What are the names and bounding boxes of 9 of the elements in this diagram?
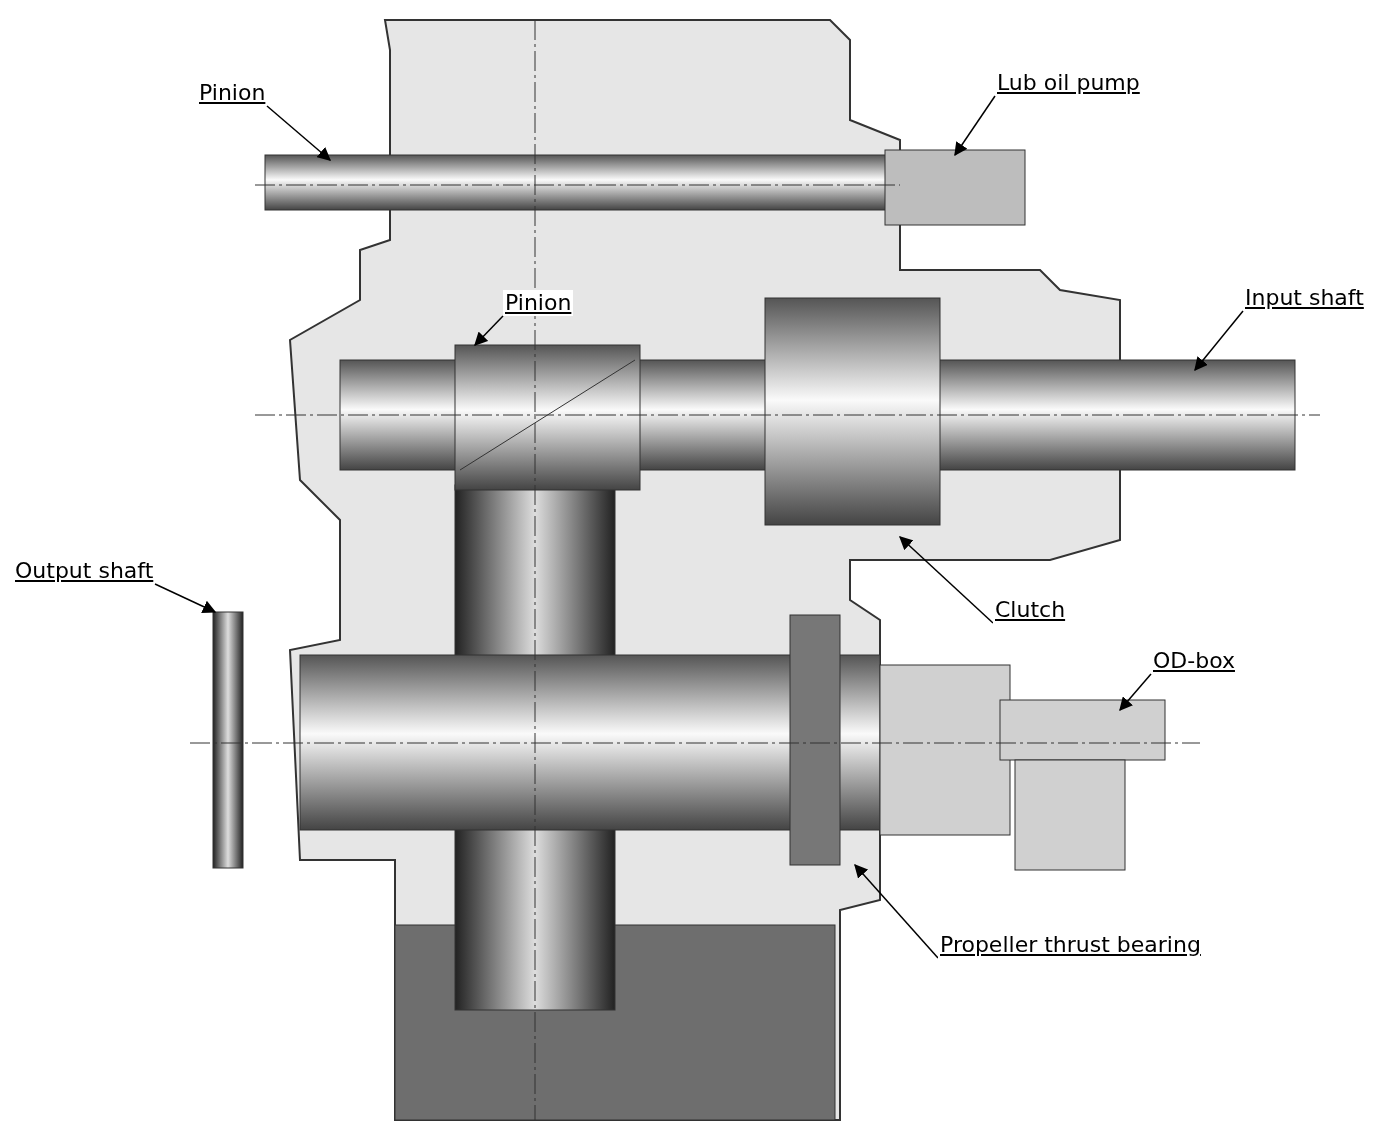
part-label: Pinion: [503, 290, 574, 316]
leader-line: [899, 536, 994, 624]
leader-line: [474, 315, 504, 346]
leader-line: [1194, 310, 1244, 372]
leader-line: [1119, 673, 1152, 711]
leader-line: [854, 864, 939, 959]
leader-line: [266, 105, 331, 161]
leader-line: [154, 583, 217, 613]
leader-line: [954, 95, 996, 157]
